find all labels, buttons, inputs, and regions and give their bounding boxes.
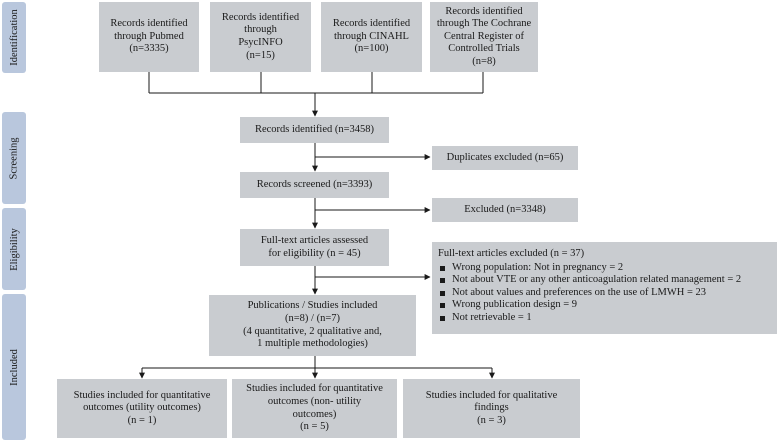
exclusion-reasons-list: Wrong population: Not in pregnancy = 2 N… [438,262,741,325]
stage-included: Included [2,294,26,440]
excluded-box: Excluded (n=3348) [432,198,578,222]
included-box: Publications / Studies included (n=8) / … [209,295,416,356]
outcome-qualitative-box: Studies included for qualitative finding… [403,379,580,438]
exclusion-reason: Not about values and preferences on the … [438,287,741,300]
exclusion-reason: Wrong population: Not in pregnancy = 2 [438,262,741,275]
outcome-utility-box: Studies included for quantitative outcom… [57,379,227,438]
exclusion-reason: Not about VTE or any other anticoagulati… [438,274,741,287]
exclusion-reason: Not retrievable = 1 [438,312,741,325]
stage-eligibility: Eligibility [2,208,26,290]
fulltext-excluded-box: Full-text articles excluded (n = 37) Wro… [432,242,777,334]
exclusion-reason: Wrong publication design = 9 [438,299,741,312]
source-cinahl: Records identified through CINAHL (n=100… [321,2,422,72]
stage-label: Identification [8,9,20,66]
stage-label: Screening [8,137,20,179]
duplicates-excluded-box: Duplicates excluded (n=65) [432,146,578,170]
stage-identification: Identification [2,2,26,73]
stage-label: Eligibility [8,227,20,271]
fulltext-excluded-heading: Full-text articles excluded (n = 37) [438,248,585,259]
source-psycinfo: Records identified through PsycINFO (n=1… [210,2,311,72]
stage-label: Included [8,348,20,386]
source-cochrane: Records identified through The Cochrane … [430,2,538,72]
records-identified-box: Records identified (n=3458) [240,117,389,143]
source-pubmed: Records identified through Pubmed (n=333… [99,2,199,72]
fulltext-assessed-box: Full-text articles assessed for eligibil… [240,229,389,266]
stage-screening: Screening [2,112,26,204]
records-screened-box: Records screened (n=3393) [240,172,389,198]
outcome-non-utility-box: Studies included for quantitative outcom… [232,379,397,438]
